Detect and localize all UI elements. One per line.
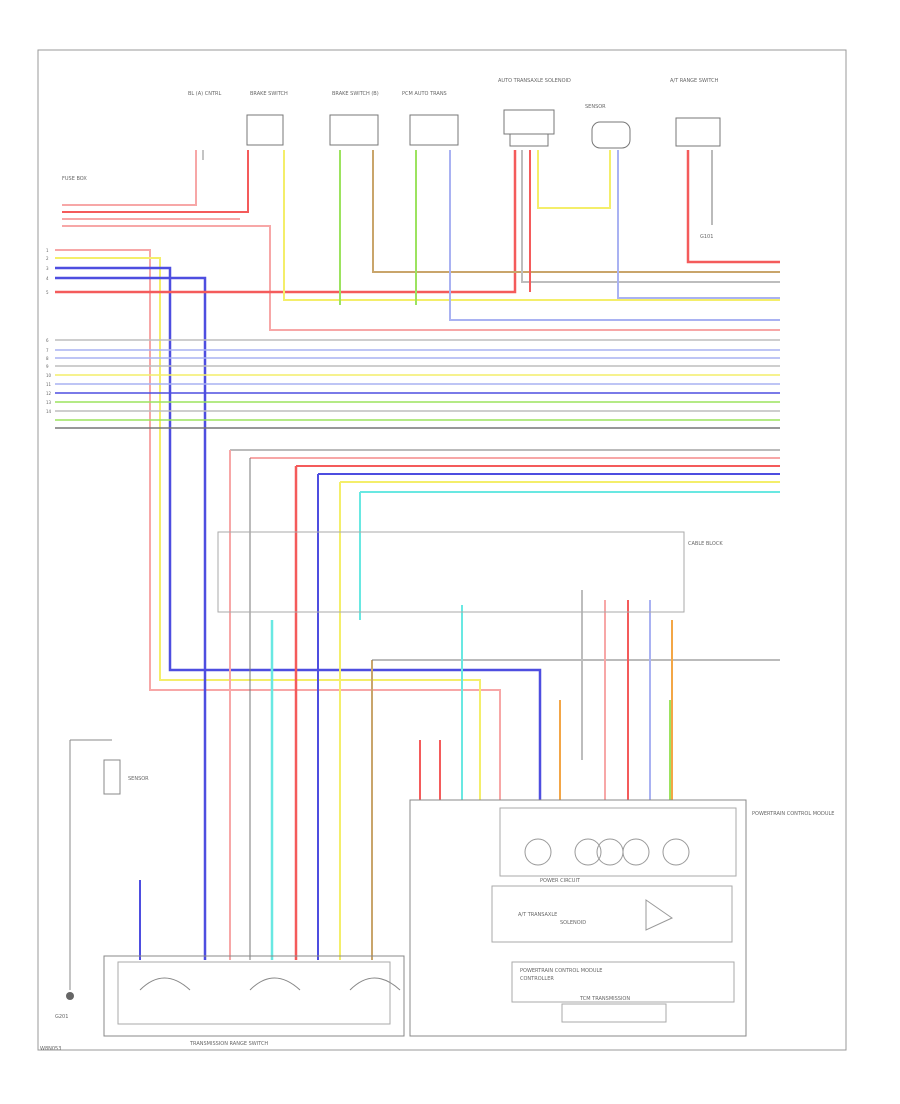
svg-text:POWER CIRCUIT: POWER CIRCUIT — [540, 878, 581, 884]
wire-14 — [521, 150, 780, 283]
component-c4: PCM AUTO TRANS — [402, 91, 459, 146]
svg-text:CONTROLLER: CONTROLLER — [520, 976, 554, 982]
svg-text:TCM TRANSMISSION: TCM TRANSMISSION — [579, 996, 630, 1002]
svg-text:AUTO TRANSAXLE SOLENOID: AUTO TRANSAXLE SOLENOID — [498, 78, 571, 84]
svg-text:BRAKE SWITCH: BRAKE SWITCH — [250, 91, 288, 97]
wire-1 — [62, 150, 249, 213]
svg-text:BRAKE SWITCH (B): BRAKE SWITCH (B) — [332, 91, 379, 97]
component-c1: BL (A) CNTRL — [188, 91, 221, 205]
fuse-label: FUSE BOX — [62, 176, 87, 182]
svg-text:SENSOR: SENSOR — [128, 776, 149, 782]
component-c2: BRAKE SWITCH — [246, 91, 288, 146]
pin-label: 12 — [46, 391, 52, 396]
svg-text:BL (A) CNTRL: BL (A) CNTRL — [188, 91, 221, 97]
svg-text:TRANSMISSION RANGE SWITCH: TRANSMISSION RANGE SWITCH — [189, 1041, 268, 1047]
pin-label: 7 — [46, 348, 49, 353]
wire-13 — [449, 150, 780, 321]
cable-block — [217, 531, 685, 613]
wire-0 — [62, 150, 197, 206]
pin-label: 4 — [46, 276, 49, 281]
svg-text:A/T TRANSAXLE: A/T TRANSAXLE — [518, 912, 557, 918]
wire-5 — [55, 257, 481, 800]
wire-11 — [372, 150, 780, 273]
pin-label: 1 — [46, 248, 49, 253]
svg-text:POWERTRAIN CONTROL MODULE: POWERTRAIN CONTROL MODULE — [520, 968, 602, 974]
wire-layer — [55, 150, 780, 960]
footer-id: W8N053 — [40, 1046, 61, 1052]
component-c5: AUTO TRANSAXLE SOLENOID — [498, 78, 571, 147]
wire-8 — [55, 150, 517, 294]
wire-9 — [283, 150, 780, 301]
component-c7: A/T RANGE SWITCH — [670, 78, 721, 147]
svg-text:SENSOR: SENSOR — [585, 104, 606, 110]
gauge-block: TRANSMISSION RANGE SWITCH — [103, 955, 405, 1047]
pin-label: 11 — [46, 382, 52, 387]
svg-text:A/T RANGE SWITCH: A/T RANGE SWITCH — [670, 78, 719, 84]
pin-label: 13 — [46, 400, 52, 405]
wire-7 — [55, 276, 207, 960]
svg-text:G201: G201 — [55, 1014, 68, 1020]
svg-text:PCM AUTO TRANS: PCM AUTO TRANS — [402, 91, 447, 97]
pin-label: 2 — [46, 256, 49, 261]
pin-label: 8 — [46, 356, 49, 361]
outer-frame — [37, 49, 847, 1051]
pin-label: 5 — [46, 290, 49, 295]
wire-16 — [537, 150, 611, 209]
pin-label: 3 — [46, 266, 49, 271]
svg-text:POWERTRAIN CONTROL MODULE: POWERTRAIN CONTROL MODULE — [752, 811, 834, 817]
top-components: BL (A) CNTRL BRAKE SWITCH BRAKE SWITCH (… — [188, 78, 721, 205]
cable-block-label: CABLE BLOCK — [688, 541, 723, 547]
svg-text:SOLENOID: SOLENOID — [560, 920, 586, 926]
wire-3 — [62, 225, 780, 331]
ground-top-label: G101 — [700, 234, 713, 240]
pin-label: 9 — [46, 364, 49, 369]
wire-6 — [55, 266, 542, 800]
left-sensor: SENSOR G201 — [55, 739, 149, 1020]
wire-17 — [617, 150, 780, 299]
pin-label: 10 — [46, 373, 52, 378]
component-c6: SENSOR — [585, 104, 631, 149]
pcm-module: POWERTRAIN CONTROL MODULE POWER CIRCUIT … — [409, 799, 834, 1037]
wire-18 — [686, 150, 780, 264]
pin-label: 6 — [46, 338, 49, 343]
pin-label: 14 — [46, 409, 52, 414]
wire-4 — [55, 249, 501, 800]
component-c3: BRAKE SWITCH (B) — [329, 91, 379, 146]
